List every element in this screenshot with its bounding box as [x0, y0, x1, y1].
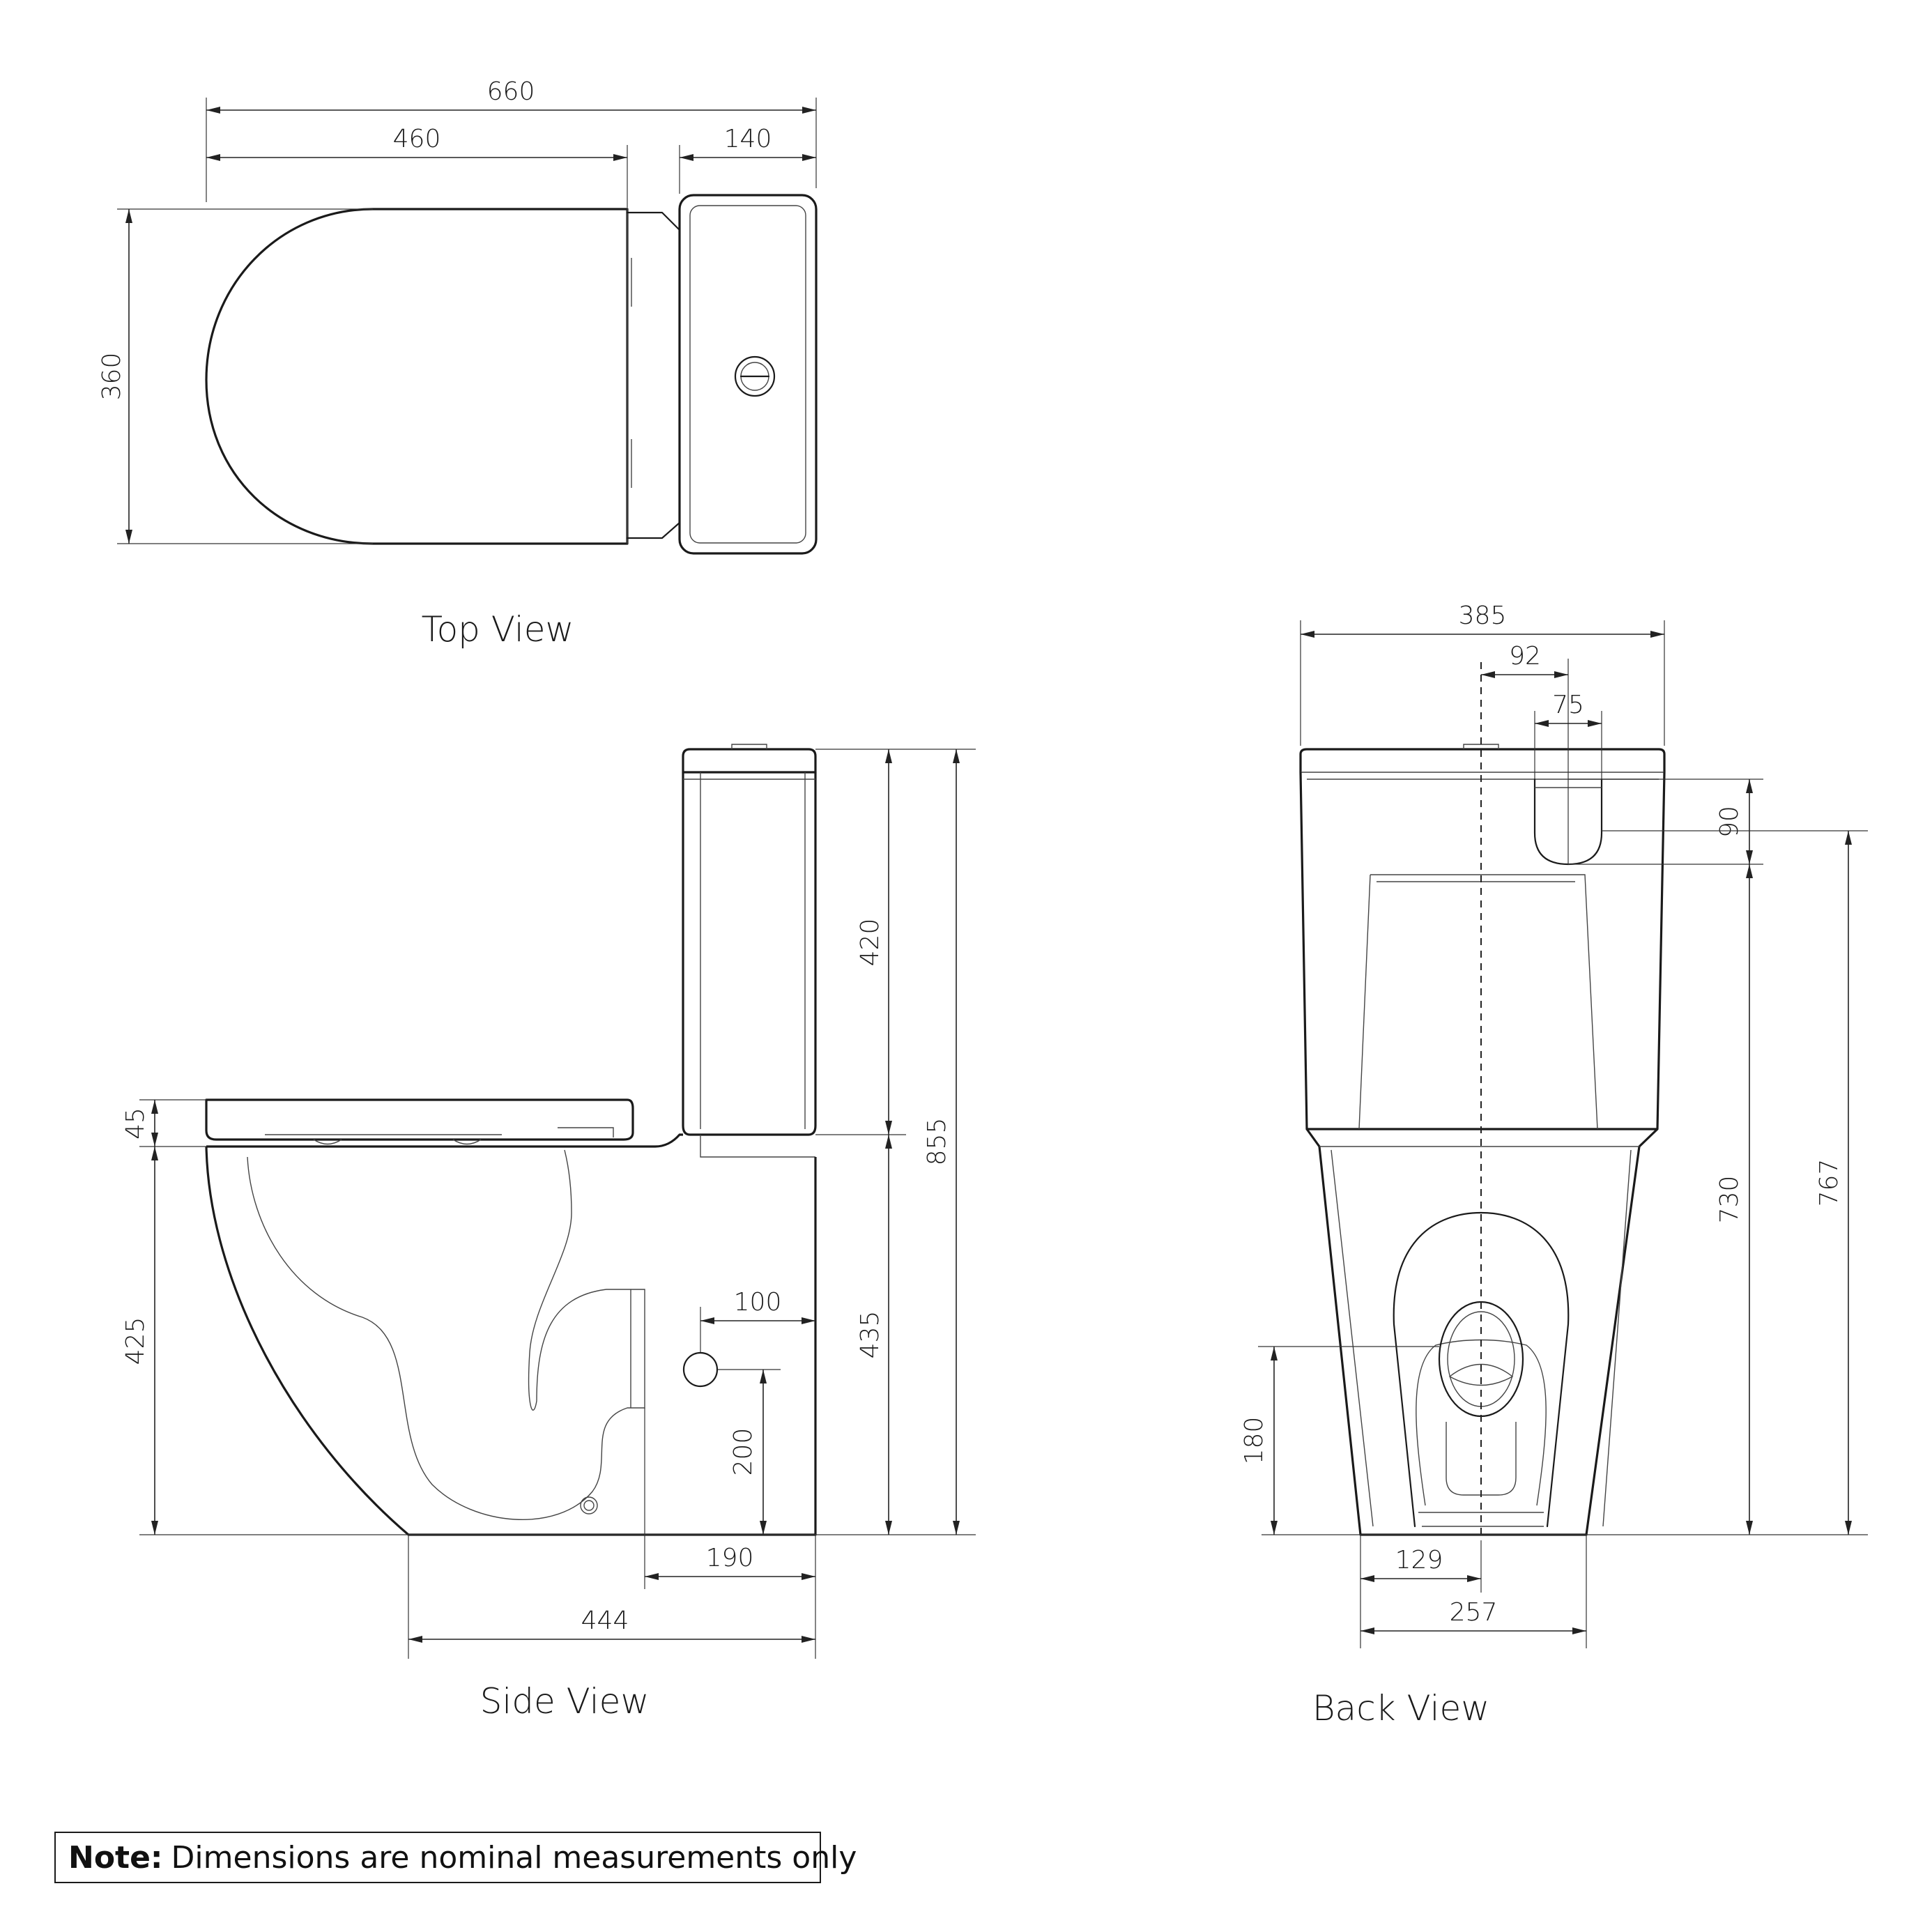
dim-45-label: 45: [121, 1107, 150, 1140]
top-flush-button-icon: [734, 355, 776, 397]
note-label: Note:: [68, 1839, 163, 1876]
dim-420-label: 420: [856, 919, 884, 967]
dim-855-label: 855: [923, 1118, 951, 1166]
top-view: 660 460 140 360 Top View: [98, 77, 818, 650]
back-pan-outline: [1305, 1128, 1659, 1536]
dim-100-label: 100: [734, 1288, 782, 1317]
side-seat: [205, 1098, 634, 1141]
back-cistern-lid: [1299, 748, 1666, 772]
dim-385-label: 385: [1459, 601, 1507, 630]
side-trapway: [247, 1149, 645, 1520]
dim-90-label: 90: [1715, 806, 1744, 838]
dim-200-label: 200: [729, 1428, 758, 1476]
side-cistern-lid: [682, 748, 817, 774]
dim-140-label: 140: [724, 125, 772, 153]
dim-190-label: 190: [706, 1544, 754, 1572]
side-view: 45 425 420 435 855 100 200 190: [121, 744, 976, 1722]
dim-129-label: 129: [1395, 1546, 1443, 1574]
dim-180-label: 180: [1240, 1417, 1268, 1465]
top-connector: [626, 211, 681, 539]
dim-460-label: 460: [393, 125, 441, 153]
top-cistern-inner: [689, 205, 806, 544]
side-cistern-body: [682, 772, 817, 1136]
top-cistern-outer: [678, 194, 818, 555]
back-view: 385 92 75 90 730 767 180: [1240, 601, 1868, 1728]
dim-660-label: 660: [487, 77, 535, 106]
back-outlet-arch: [1393, 1211, 1570, 1528]
note-text: Dimensions are nominal measurements only: [171, 1839, 857, 1876]
dim-360-label: 360: [98, 353, 126, 401]
dim-444-label: 444: [581, 1607, 629, 1635]
side-view-title: Side View: [480, 1681, 650, 1722]
dim-75-label: 75: [1552, 691, 1584, 719]
back-cistern-body: [1299, 772, 1666, 1130]
dim-435-label: 435: [856, 1311, 884, 1359]
dimensions-note: Note: Dimensions are nominal measurement…: [54, 1832, 857, 1883]
top-seat-outline: [205, 208, 629, 545]
side-pan-outline: [205, 1133, 817, 1536]
top-view-title: Top View: [422, 609, 574, 650]
side-water-inlet-icon: [682, 1351, 719, 1388]
dim-767-label: 767: [1815, 1159, 1843, 1207]
dim-730-label: 730: [1715, 1176, 1744, 1224]
dim-425-label: 425: [121, 1317, 150, 1365]
back-view-title: Back View: [1312, 1688, 1489, 1728]
dim-92-label: 92: [1509, 642, 1541, 670]
dim-257-label: 257: [1450, 1598, 1498, 1627]
